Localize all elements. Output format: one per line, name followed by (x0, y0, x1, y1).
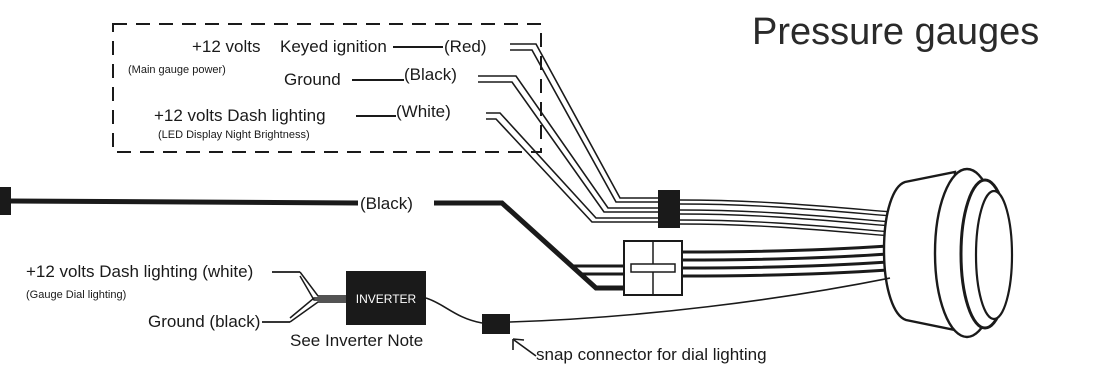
keyed-color-label: (Red) (444, 37, 487, 56)
middle-connector-latch (630, 263, 676, 273)
ground-black-label: Ground (black) (148, 312, 260, 331)
keyed-ignition-label: Keyed ignition (280, 37, 387, 56)
middle-to-gauge-wires (681, 244, 889, 278)
red-wire-outer-b (510, 49, 660, 203)
ground-label: Ground (284, 70, 341, 89)
inverter-output-wire (425, 297, 483, 324)
gauge-body (882, 167, 1014, 339)
dial-lighting-wire (509, 277, 891, 323)
sensor-wire-right (434, 200, 628, 291)
top-connector (658, 190, 680, 228)
black-wire-outer-a (478, 75, 660, 209)
white-wire-outer-b (486, 118, 660, 223)
black-wire-outer-b (478, 81, 660, 213)
led-note: (LED Display Night Brightness) (158, 129, 310, 141)
main-power-note: (Main gauge power) (128, 64, 226, 76)
inverter-input-wires (289, 271, 346, 323)
snap-connector (482, 314, 510, 334)
sensor-plug (0, 187, 11, 215)
inverter-note: See Inverter Note (290, 331, 423, 350)
diagram-title: Pressure gauges (752, 11, 1039, 53)
keyed-volts-label: +12 volts (192, 37, 261, 56)
white-wire-outer-a (486, 112, 660, 219)
sensor-wire-left (9, 198, 359, 206)
red-wire-outer-a (510, 43, 660, 199)
snap-connector-label: snap connector for dial lighting (536, 345, 767, 364)
dash-lighting-label: +12 volts Dash lighting (154, 106, 326, 125)
top-wire-bundle (478, 43, 660, 223)
dashed-label-box (112, 23, 542, 153)
ground-color-label: (Black) (404, 65, 457, 84)
inverter-box (346, 271, 426, 325)
dial-lighting-note: (Gauge Dial lighting) (26, 289, 126, 301)
connector-to-gauge-wires (679, 199, 893, 237)
dash-color-label: (White) (396, 102, 451, 121)
gauge-face (974, 189, 1014, 321)
dial-lighting-white-label: +12 volts Dash lighting (white) (26, 262, 253, 281)
sensor-wire-color: (Black) (360, 194, 413, 213)
snap-arrow-head (512, 338, 525, 350)
inverter-label: INVERTER (356, 292, 417, 306)
snap-arrow-shaft (513, 339, 537, 357)
